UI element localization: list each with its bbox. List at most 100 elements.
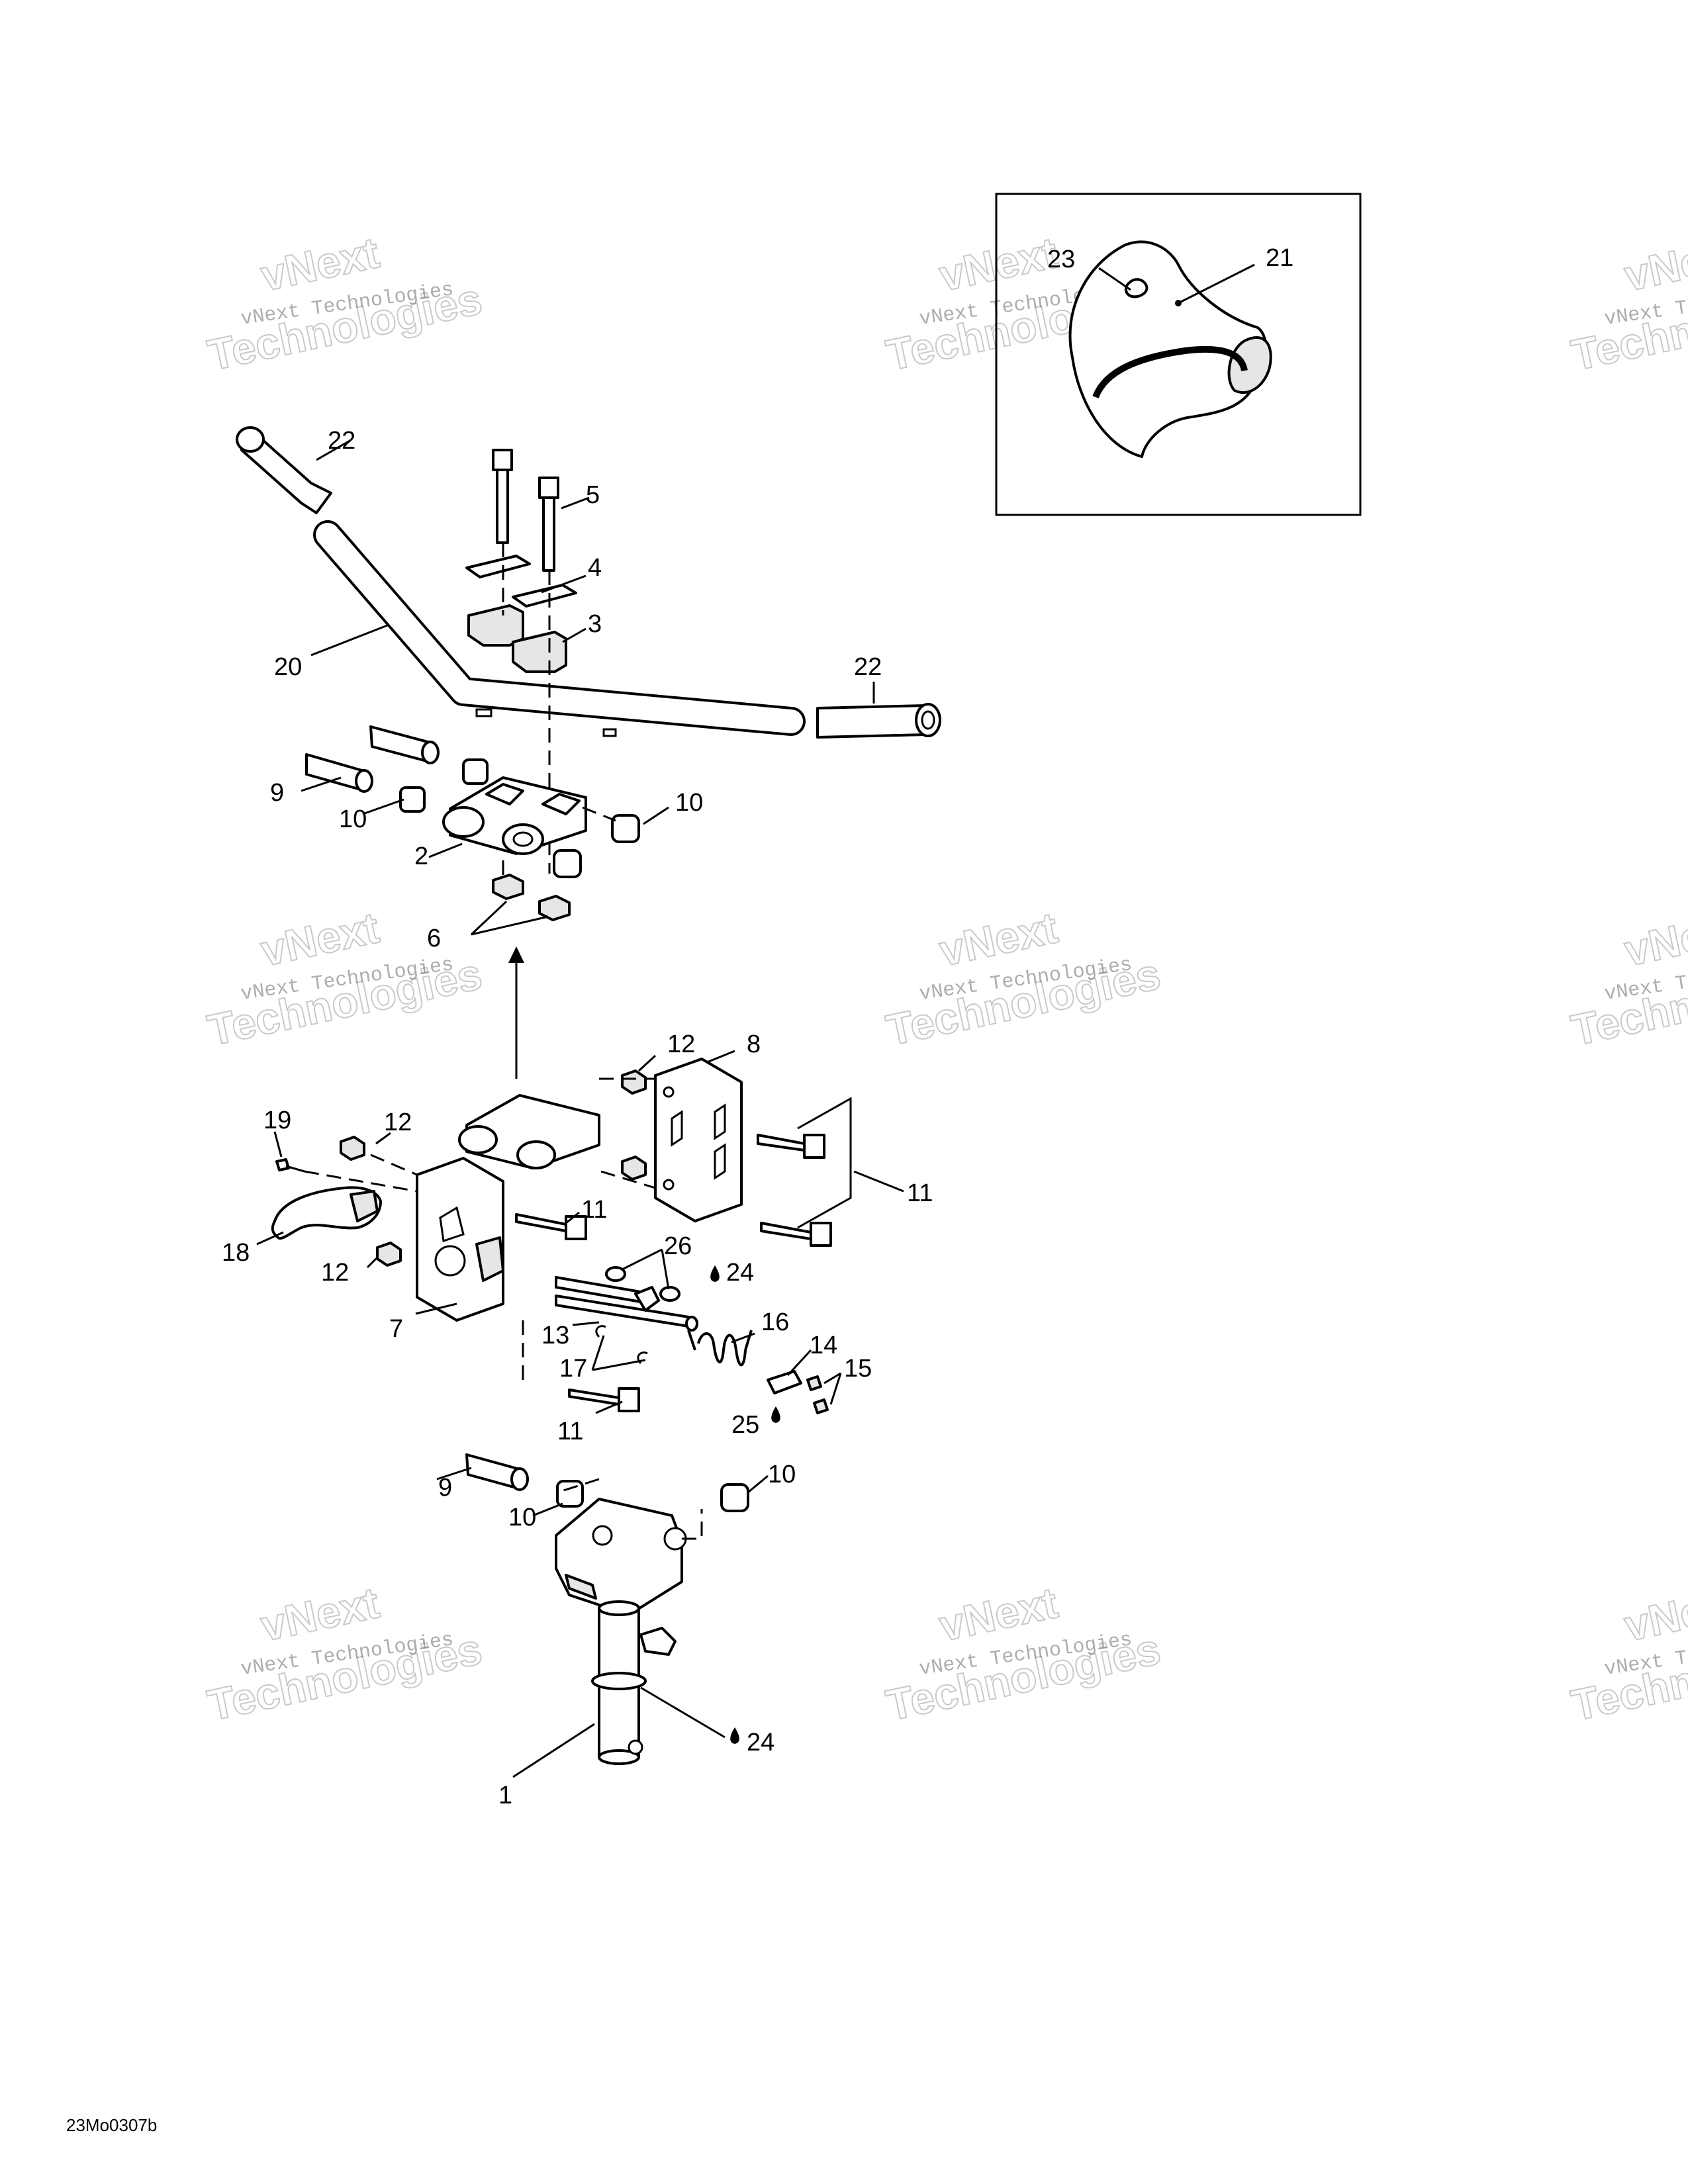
- callout-26: 26: [664, 1232, 692, 1260]
- bushing-10c: [611, 814, 640, 843]
- upper-bracket-assembly: 9 10 10 2 6: [270, 725, 703, 952]
- watermark-top-right: vNext Technologies vNext Technologies: [1567, 227, 1688, 381]
- plate-8: [654, 1058, 743, 1222]
- column-shaft-top: [598, 1600, 640, 1616]
- callout-11-mid: 11: [581, 1196, 607, 1224]
- nut-12c: [376, 1242, 402, 1267]
- grip-right-bore: [921, 710, 935, 730]
- callout-6: 6: [427, 925, 441, 952]
- lever-assembly: 19 18: [222, 1107, 418, 1267]
- plate-8-hole-b: [663, 1179, 675, 1191]
- leader-21: [1178, 263, 1255, 304]
- bolt-shank-5a: [496, 469, 509, 544]
- callout-17: 17: [559, 1355, 587, 1383]
- handlebar-assembly: 22 22 20: [236, 426, 941, 739]
- leader-5: [561, 496, 590, 510]
- leader-10a: [362, 798, 404, 815]
- plate-4b: [512, 584, 577, 608]
- fastener-23: [1124, 278, 1149, 298]
- drawing-code: 23Mo0307b: [66, 2115, 157, 2135]
- callout-3: 3: [588, 610, 602, 638]
- callout-10-upper-right: 10: [675, 789, 703, 817]
- callout-12-lower: 12: [321, 1259, 349, 1287]
- callout-11-right: 11: [907, 1179, 933, 1207]
- leader-12c: [366, 1256, 379, 1269]
- callout-5: 5: [586, 481, 600, 509]
- callout-19: 19: [263, 1107, 291, 1134]
- watermark-mid-right: vNext Technologies vNext Technologies: [1567, 902, 1688, 1056]
- bushing-10b: [399, 786, 426, 813]
- callout-10-upper-left: 10: [339, 805, 367, 833]
- leader-11-mid: [565, 1211, 580, 1224]
- nut-6a: [492, 874, 524, 900]
- rod-13-tab: [634, 1286, 660, 1312]
- watermark-vnext: vNext: [1620, 903, 1688, 976]
- callout-21: 21: [1266, 244, 1293, 272]
- plate-7-cam: [475, 1236, 504, 1282]
- leader-17: [591, 1335, 646, 1371]
- arrow-head: [508, 946, 524, 963]
- washer-26b: [659, 1286, 680, 1302]
- grip-right-22: [816, 704, 928, 739]
- callout-9-upper: 9: [270, 779, 284, 807]
- pin-9b-end: [355, 769, 373, 793]
- clamp-3b: [512, 631, 567, 673]
- assembly-arrow: [508, 946, 524, 1079]
- handlebar-pad-opening: [1227, 336, 1272, 394]
- plate-8-slot-c: [714, 1143, 726, 1180]
- plate-7: [416, 1157, 504, 1322]
- spring-16: [687, 1330, 753, 1367]
- leader-10-lower-left: [532, 1502, 563, 1517]
- callout-23: 23: [1047, 246, 1075, 273]
- rod-13-end: [685, 1316, 698, 1332]
- bolt-11d-shank: [568, 1388, 620, 1406]
- ghost-bracket-tube-left: [458, 1125, 498, 1154]
- bolt-head-5b: [538, 477, 559, 499]
- clip-17a: [595, 1325, 606, 1338]
- watermark-group: vNext Technologies vNext Technologies vN…: [203, 227, 1688, 1731]
- upper-bracket-saddle-b: [541, 793, 581, 815]
- watermark-vnext: vNext: [257, 1578, 383, 1651]
- leader-4: [541, 574, 586, 594]
- nut-6b: [538, 895, 571, 921]
- leader-14: [786, 1349, 812, 1377]
- callout-15: 15: [844, 1355, 872, 1383]
- bolt-11b-head: [810, 1222, 832, 1247]
- leader-2: [428, 842, 463, 858]
- callout-18: 18: [222, 1239, 250, 1267]
- watermark-vnext: vNext: [935, 1578, 1062, 1651]
- leader-19: [273, 1131, 283, 1158]
- column-bracket-bore-2: [592, 1525, 613, 1546]
- column-bracket: [555, 1498, 683, 1616]
- handlebar-pad-edge: [1092, 345, 1248, 398]
- leader-16: [731, 1332, 755, 1343]
- bushing-10d: [553, 849, 582, 878]
- watermark-vnext: vNext: [257, 228, 383, 300]
- leader-3: [562, 627, 586, 643]
- leader-13: [572, 1321, 600, 1326]
- plate-7-bore: [434, 1245, 466, 1277]
- nut-12a: [621, 1069, 647, 1095]
- callout-7: 7: [389, 1315, 403, 1343]
- callout-24-lower: 24: [747, 1729, 774, 1756]
- bolt-11d-head: [618, 1387, 640, 1412]
- watermark-bottom-left: vNext Technologies vNext Technologies: [203, 1577, 487, 1731]
- handlebar-notch-2: [602, 728, 617, 737]
- screw-15a: [806, 1375, 822, 1391]
- callout-9-lower: 9: [438, 1474, 452, 1502]
- leader-15: [823, 1372, 842, 1405]
- callout-11-lower: 11: [557, 1418, 583, 1445]
- callout-13: 13: [541, 1322, 569, 1349]
- leader-18: [256, 1231, 284, 1246]
- watermark-vnext: vNext: [1620, 1578, 1688, 1651]
- bracket-11-right: [797, 1097, 852, 1229]
- leader-10-lower-right: [747, 1475, 769, 1494]
- inset-handlebar-pad: 23 21: [995, 193, 1362, 516]
- callout-4: 4: [588, 554, 602, 582]
- lever-18-hub: [350, 1190, 379, 1222]
- axis-column: [557, 1478, 703, 1540]
- callout-12-left: 12: [384, 1109, 412, 1136]
- watermark-vnext: vNext: [1620, 228, 1688, 300]
- leader-20: [310, 624, 388, 657]
